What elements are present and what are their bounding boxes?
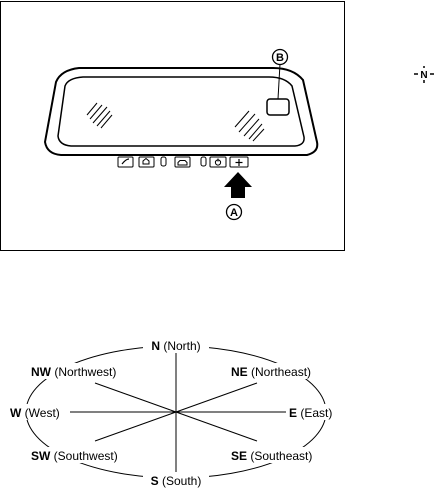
glare-hatching-right	[234, 110, 265, 142]
telephone-button[interactable]	[117, 156, 134, 168]
car-icon	[177, 160, 188, 166]
house-icon	[142, 157, 150, 165]
label-south: S (South)	[151, 474, 202, 488]
glare-hatching-left	[86, 102, 113, 129]
label-west: W (West)	[10, 406, 60, 420]
compass-display-letter: N	[420, 70, 427, 81]
callout-b-label: B	[276, 52, 284, 64]
callout-a-circle	[225, 203, 243, 221]
compass-rose: N (North) NE (Northeast) E (East) SE (So…	[0, 330, 441, 491]
compass-rays	[45, 352, 287, 472]
button-strip	[117, 156, 249, 168]
compass-cross-icon	[235, 159, 243, 166]
indicator-light-2	[200, 156, 207, 167]
mirror-figure: B	[43, 48, 319, 221]
telephone-icon	[121, 158, 130, 165]
compass-display-readout: N	[411, 65, 437, 85]
callout-b-circle	[271, 48, 289, 66]
power-icon	[214, 158, 222, 166]
label-southeast: SE (Southeast)	[231, 449, 312, 463]
mirror-housing	[43, 67, 319, 156]
indicator-light-1	[160, 156, 167, 167]
label-northeast: NE (Northeast)	[231, 365, 311, 379]
label-southwest: SW (Southwest)	[31, 449, 118, 463]
pointer-arrow	[224, 172, 252, 198]
compass-display-window	[266, 98, 290, 116]
callout-a-label: A	[230, 207, 238, 219]
mirror-glass	[57, 76, 305, 147]
label-north: N (North)	[151, 339, 200, 353]
label-northwest: NW (Northwest)	[31, 365, 116, 379]
mirror-figure-panel: B	[0, 1, 345, 251]
callout-b-leader	[277, 63, 281, 100]
label-east: E (East)	[289, 406, 332, 420]
power-button[interactable]	[209, 156, 227, 168]
